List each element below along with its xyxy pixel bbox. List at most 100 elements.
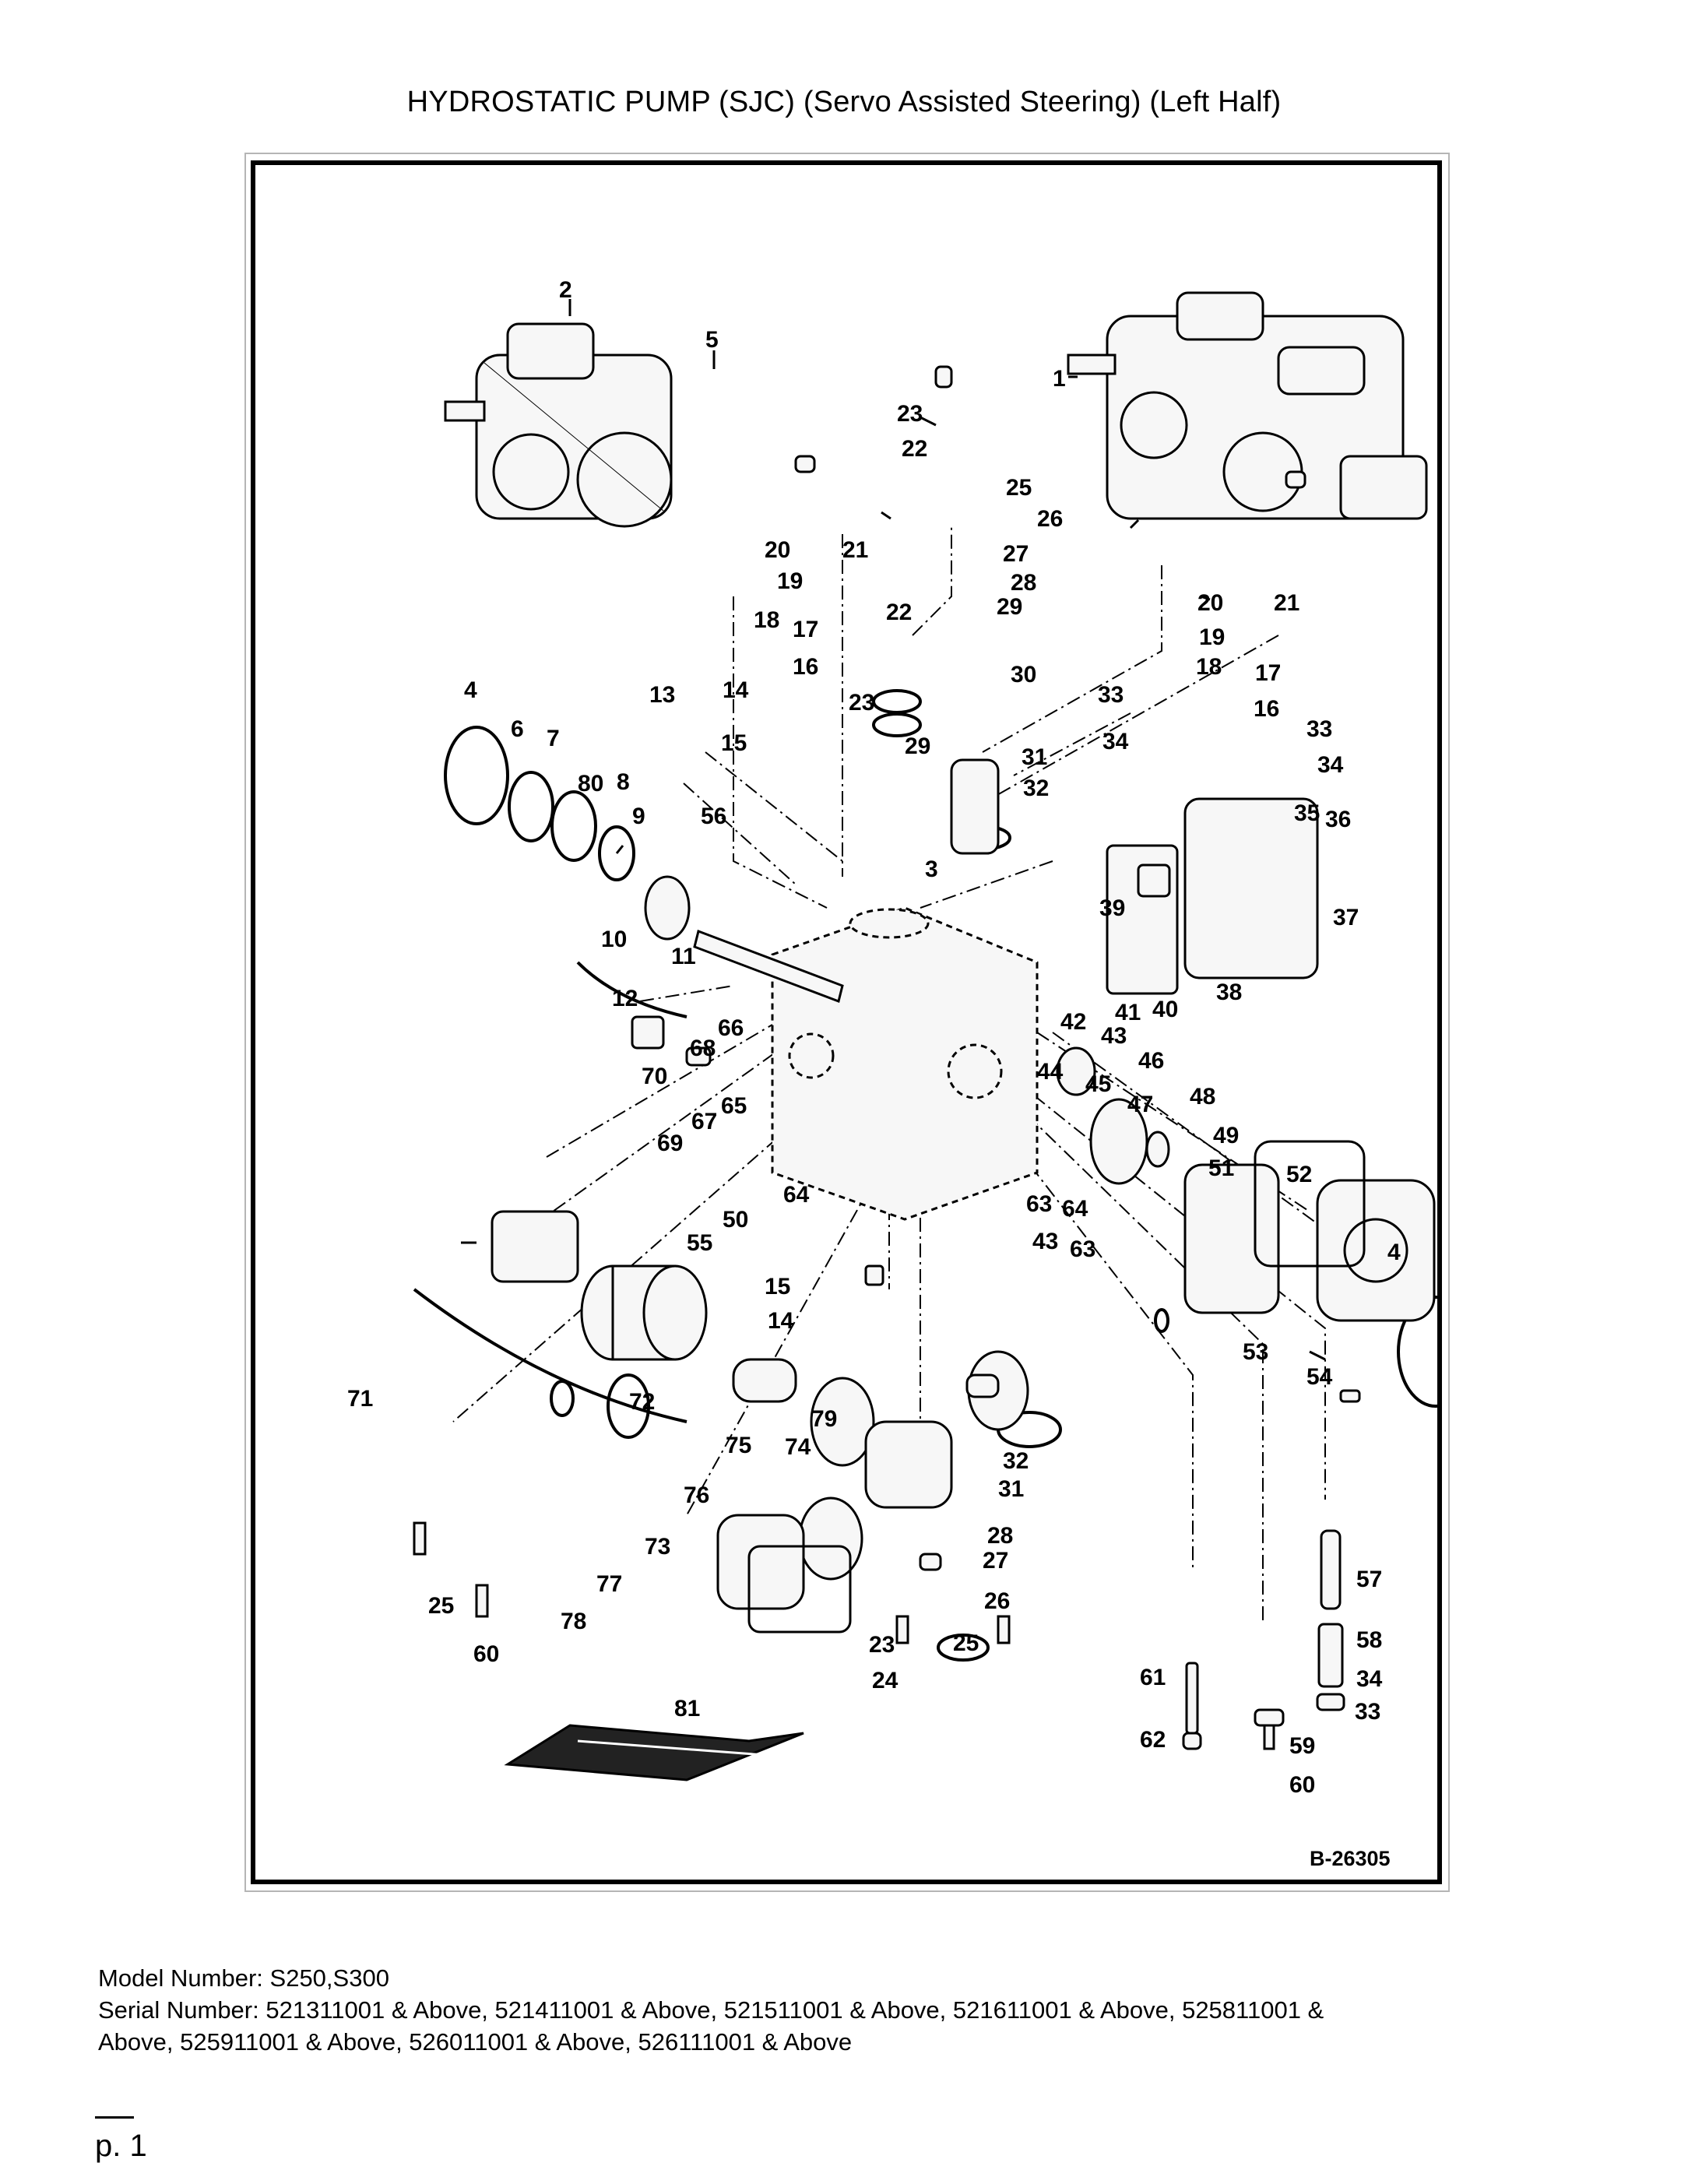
callout-20b: 20 bbox=[1197, 590, 1223, 616]
callout-27b: 27 bbox=[983, 1548, 1008, 1574]
callout-9: 9 bbox=[632, 804, 645, 829]
callout-47: 47 bbox=[1127, 1092, 1153, 1117]
footer-info: Model Number: S250,S300 Serial Number: 5… bbox=[98, 1962, 1593, 2058]
callout-71: 71 bbox=[347, 1386, 373, 1412]
callout-38: 38 bbox=[1216, 979, 1242, 1005]
callout-8: 8 bbox=[617, 769, 630, 795]
callout-26b: 26 bbox=[984, 1588, 1010, 1614]
callout-44: 44 bbox=[1037, 1059, 1064, 1085]
callout-53: 53 bbox=[1243, 1339, 1268, 1365]
callout-7: 7 bbox=[547, 726, 560, 751]
callout-57: 57 bbox=[1356, 1567, 1382, 1592]
callout-76: 76 bbox=[684, 1482, 709, 1508]
serial-number-line-2: Above, 525911001 & Above, 526011001 & Ab… bbox=[98, 2028, 853, 2056]
bolts-and-plugs bbox=[413, 365, 1361, 1750]
callout-41: 41 bbox=[1115, 1000, 1141, 1025]
callout-25c: 25 bbox=[953, 1630, 979, 1656]
callout-37: 37 bbox=[1333, 905, 1359, 930]
callout-29b: 29 bbox=[905, 733, 930, 759]
callout-34: 34 bbox=[1102, 729, 1129, 754]
callout-52: 52 bbox=[1286, 1162, 1312, 1187]
callout-22b: 22 bbox=[886, 600, 912, 625]
rotating-group-71 bbox=[413, 1210, 797, 1423]
relief-valve-57-58 bbox=[1316, 1529, 1345, 1711]
seals-and-rings bbox=[444, 689, 1442, 1662]
callout-33b: 33 bbox=[1306, 716, 1332, 742]
callout-46: 46 bbox=[1138, 1048, 1164, 1074]
callout-74: 74 bbox=[785, 1434, 811, 1460]
callout-16: 16 bbox=[793, 654, 818, 680]
callout-56: 56 bbox=[701, 804, 726, 829]
callout-21: 21 bbox=[842, 537, 868, 563]
callout-31b: 31 bbox=[998, 1476, 1024, 1502]
callout-34b: 34 bbox=[1317, 752, 1344, 778]
callout-67: 67 bbox=[691, 1109, 717, 1134]
callout-54: 54 bbox=[1306, 1364, 1333, 1390]
decal-81 bbox=[504, 1724, 804, 1781]
callout-16b: 16 bbox=[1254, 696, 1279, 722]
callout-17b: 17 bbox=[1255, 660, 1281, 686]
callout-66: 66 bbox=[718, 1015, 744, 1041]
callout-1: 1 bbox=[1053, 366, 1066, 392]
callout-12: 12 bbox=[612, 986, 638, 1011]
callout-33: 33 bbox=[1098, 682, 1124, 708]
callout-32: 32 bbox=[1023, 775, 1049, 801]
callout-79: 79 bbox=[811, 1406, 837, 1432]
callout-18b: 18 bbox=[1196, 654, 1222, 680]
callout-49: 49 bbox=[1213, 1123, 1239, 1148]
callout-4: 4 bbox=[464, 677, 477, 703]
callout-5: 5 bbox=[705, 327, 719, 353]
callout-34c: 34 bbox=[1356, 1666, 1383, 1692]
callout-64: 64 bbox=[783, 1182, 810, 1208]
callout-50: 50 bbox=[723, 1207, 748, 1233]
page-divider bbox=[95, 2116, 134, 2119]
control-valve-37 bbox=[1106, 797, 1319, 995]
callout-48: 48 bbox=[1190, 1084, 1215, 1110]
exploded-parts-diagram: 2 5 1 23 22 25 26 20 21 27 19 28 29 18 1… bbox=[347, 277, 1442, 1870]
swashplate-and-cover bbox=[716, 1350, 1029, 1634]
callout-59: 59 bbox=[1289, 1733, 1315, 1759]
callout-62: 62 bbox=[1140, 1727, 1166, 1753]
callout-40: 40 bbox=[1152, 997, 1178, 1022]
callout-31: 31 bbox=[1022, 744, 1047, 770]
callout-28: 28 bbox=[1011, 570, 1036, 596]
center-housing-3 bbox=[771, 906, 1039, 1221]
callout-64b: 64 bbox=[1062, 1196, 1088, 1222]
page-number: p. 1 bbox=[95, 2129, 147, 2163]
callout-43b: 43 bbox=[1032, 1229, 1058, 1254]
callout-25b: 25 bbox=[428, 1593, 454, 1619]
callout-39: 39 bbox=[1099, 895, 1125, 921]
callout-68: 68 bbox=[690, 1036, 716, 1061]
callout-22: 22 bbox=[902, 436, 927, 462]
callout-10: 10 bbox=[601, 927, 627, 952]
callout-6: 6 bbox=[511, 716, 524, 742]
callout-3: 3 bbox=[925, 856, 938, 882]
callout-26: 26 bbox=[1037, 506, 1063, 532]
callout-11: 11 bbox=[671, 944, 696, 969]
callout-43: 43 bbox=[1101, 1023, 1127, 1049]
callout-15: 15 bbox=[721, 730, 747, 756]
callout-77: 77 bbox=[596, 1571, 622, 1597]
callout-14b: 14 bbox=[768, 1308, 794, 1334]
figure-reference: B-26305 bbox=[1310, 1847, 1391, 1870]
callout-4b: 4 bbox=[1387, 1240, 1401, 1265]
callout-60b: 60 bbox=[1289, 1772, 1315, 1798]
serial-number-line-1: Serial Number: 521311001 & Above, 521411… bbox=[98, 1996, 1324, 2024]
callout-24: 24 bbox=[872, 1668, 899, 1693]
callout-19: 19 bbox=[777, 568, 803, 594]
callout-17: 17 bbox=[793, 617, 818, 642]
callout-36: 36 bbox=[1325, 807, 1351, 832]
callout-73: 73 bbox=[645, 1534, 670, 1560]
shaft-assembly-12 bbox=[576, 875, 844, 1018]
callout-70: 70 bbox=[642, 1064, 667, 1089]
callout-13: 13 bbox=[649, 682, 675, 708]
callout-35: 35 bbox=[1294, 800, 1320, 826]
callout-75: 75 bbox=[726, 1433, 751, 1458]
bearings-and-plates bbox=[1056, 1046, 1366, 1268]
callout-labels: 2 5 1 23 22 25 26 20 21 27 19 28 29 18 1… bbox=[347, 277, 1401, 1870]
callout-69: 69 bbox=[657, 1131, 683, 1156]
callout-51: 51 bbox=[1208, 1155, 1234, 1181]
callout-58: 58 bbox=[1356, 1627, 1382, 1653]
callout-42: 42 bbox=[1060, 1009, 1086, 1035]
callout-45: 45 bbox=[1085, 1071, 1111, 1097]
